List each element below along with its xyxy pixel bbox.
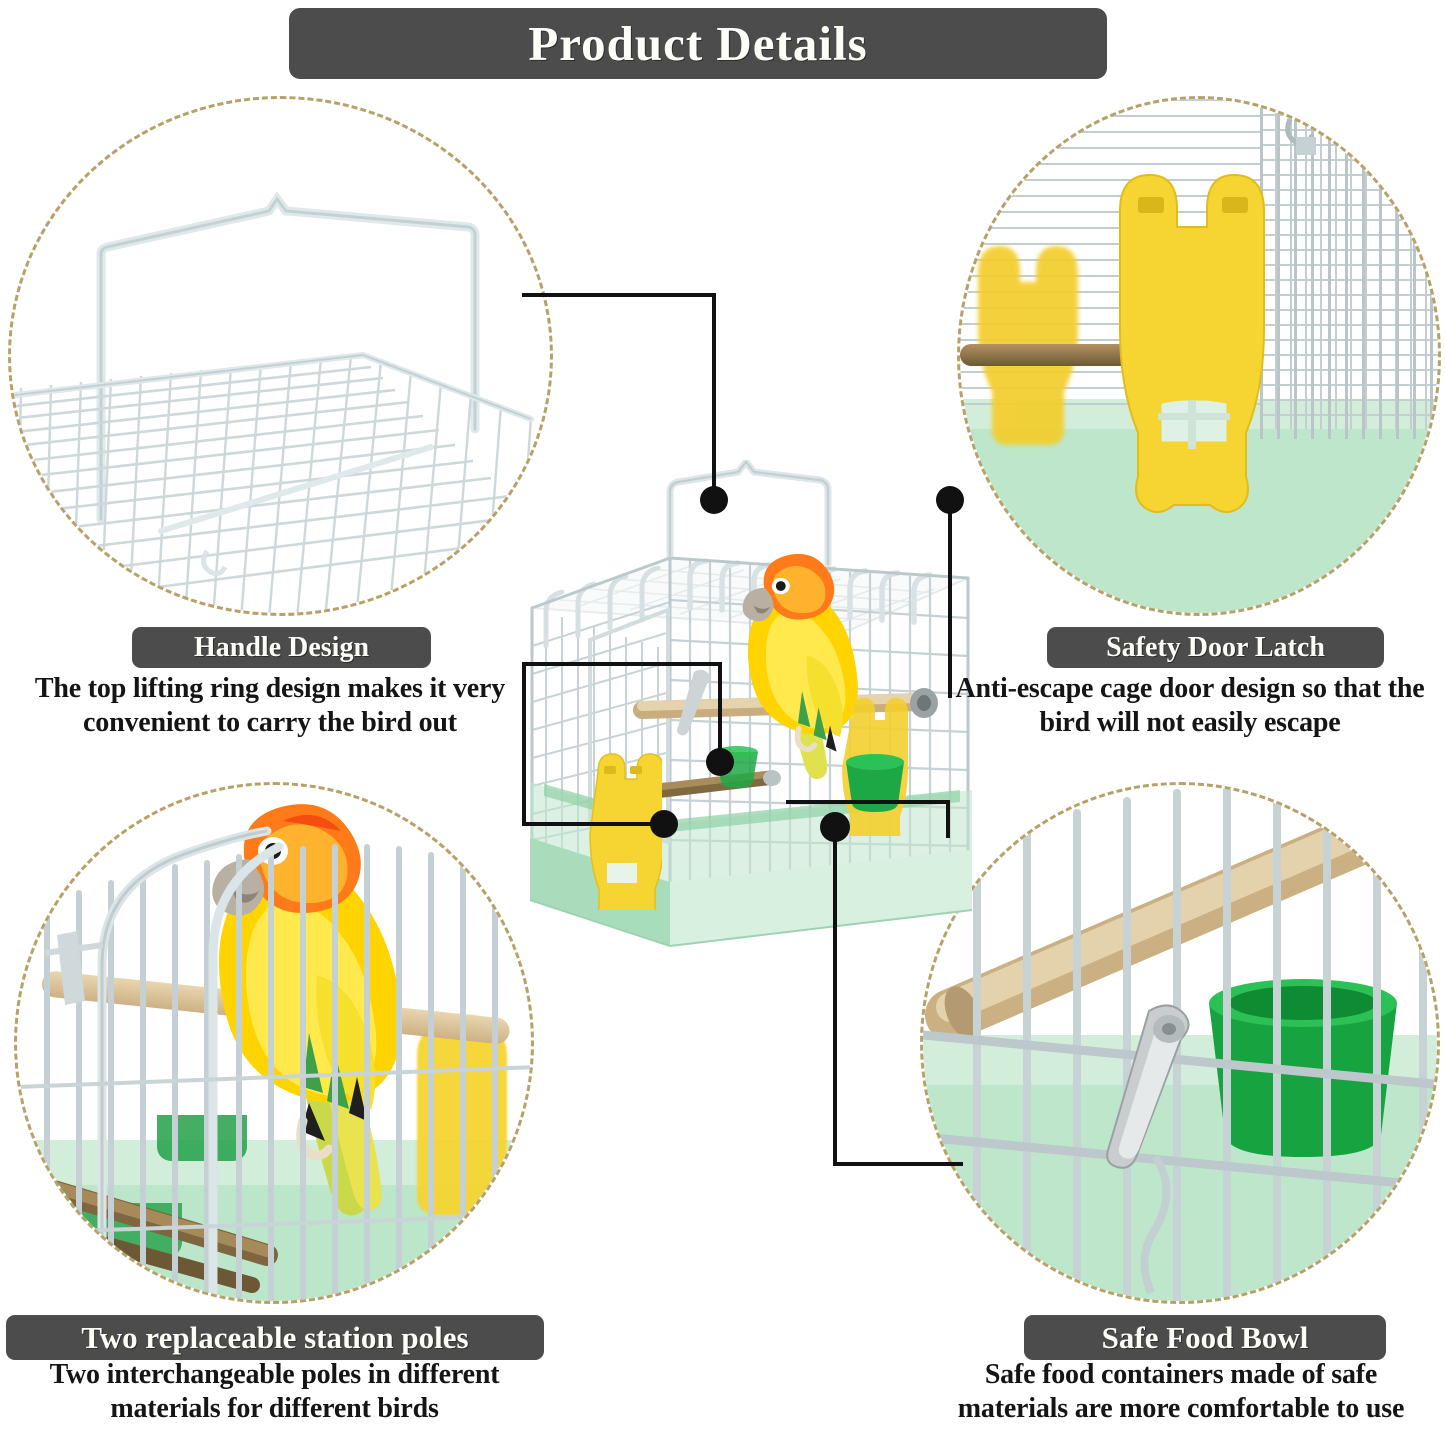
feature-label-text: Two replaceable station poles <box>81 1319 469 1355</box>
page-title-banner: Product Details <box>289 8 1107 79</box>
bird-cage-illustration <box>529 456 973 948</box>
cage-hook-icon <box>1285 118 1316 155</box>
callout-line-v-handle <box>712 293 716 498</box>
cage-top-grille <box>11 352 550 613</box>
callout-line-v-pole <box>718 662 722 760</box>
page-title: Product Details <box>528 16 868 71</box>
feature-label-text: Handle Design <box>193 631 370 663</box>
feature-photo-handle-design <box>8 96 553 616</box>
cage-wire-foreground-poles <box>17 826 531 1301</box>
callout-line-h-bowl-top <box>786 800 950 804</box>
front-door-latch-icon <box>589 753 662 910</box>
callout-line-h-pole-upper <box>522 662 722 666</box>
callout-dot-latch <box>936 486 964 514</box>
feature-photo-safe-food-bowl <box>920 782 1440 1304</box>
feature-photo-station-poles <box>14 782 534 1304</box>
callout-line-v-bowl-right <box>946 800 950 838</box>
callout-dot-pole-lower <box>650 810 678 838</box>
center-product-image <box>520 456 990 960</box>
handle-ring-illustration <box>96 191 480 524</box>
feature-label-safe-food-bowl: Safe Food Bowl <box>1024 1315 1386 1360</box>
wooden-perch-bowl-photo <box>925 785 1437 1041</box>
food-bowl-icon <box>1209 979 1397 1157</box>
feature-description-safety-door-latch: Anti-escape cage door design so that the… <box>955 673 1425 738</box>
feature-description-station-poles: Two interchangeable poles in different m… <box>49 1359 500 1424</box>
feature-label-station-poles: Two replaceable station poles <box>6 1315 544 1360</box>
cage-mesh-vertical-right <box>1260 99 1438 439</box>
photo-inner-latch <box>960 99 1438 613</box>
callout-line-v-pole-left <box>522 662 526 826</box>
photo-inner-poles <box>17 785 531 1301</box>
feature-label-safety-door-latch: Safety Door Latch <box>1047 627 1384 668</box>
callout-line-h-pole-lower <box>522 822 666 826</box>
feature-photo-safety-door-latch <box>957 96 1441 616</box>
feature-description-safe-food-bowl: Safe food containers made of safe materi… <box>957 1359 1405 1424</box>
safety-latch-icon <box>1119 173 1265 513</box>
cage-wire-foreground-bowl <box>923 785 1437 1301</box>
callout-dot-handle <box>700 486 728 514</box>
feature-label-handle-design: Handle Design <box>132 627 431 668</box>
callout-line-h-bowl <box>833 1162 963 1166</box>
callout-line-h-handle <box>522 293 716 297</box>
feature-description-handle-design: The top lifting ring design makes it ver… <box>34 673 506 738</box>
feature-label-text: Safe Food Bowl <box>1101 1319 1309 1355</box>
callout-dot-pole-upper <box>706 748 734 776</box>
center-metal-clip <box>677 669 711 736</box>
feature-label-text: Safety Door Latch <box>1106 631 1325 663</box>
callout-line-v-latch <box>948 498 952 698</box>
photo-inner-handle <box>11 99 550 613</box>
metal-clip-icon <box>1106 1004 1190 1295</box>
perch-wood-background <box>960 344 1135 366</box>
photo-inner-bowl <box>923 785 1437 1301</box>
callout-line-v-bowl <box>833 826 837 1166</box>
sun-conure-parrot-center <box>742 553 858 780</box>
